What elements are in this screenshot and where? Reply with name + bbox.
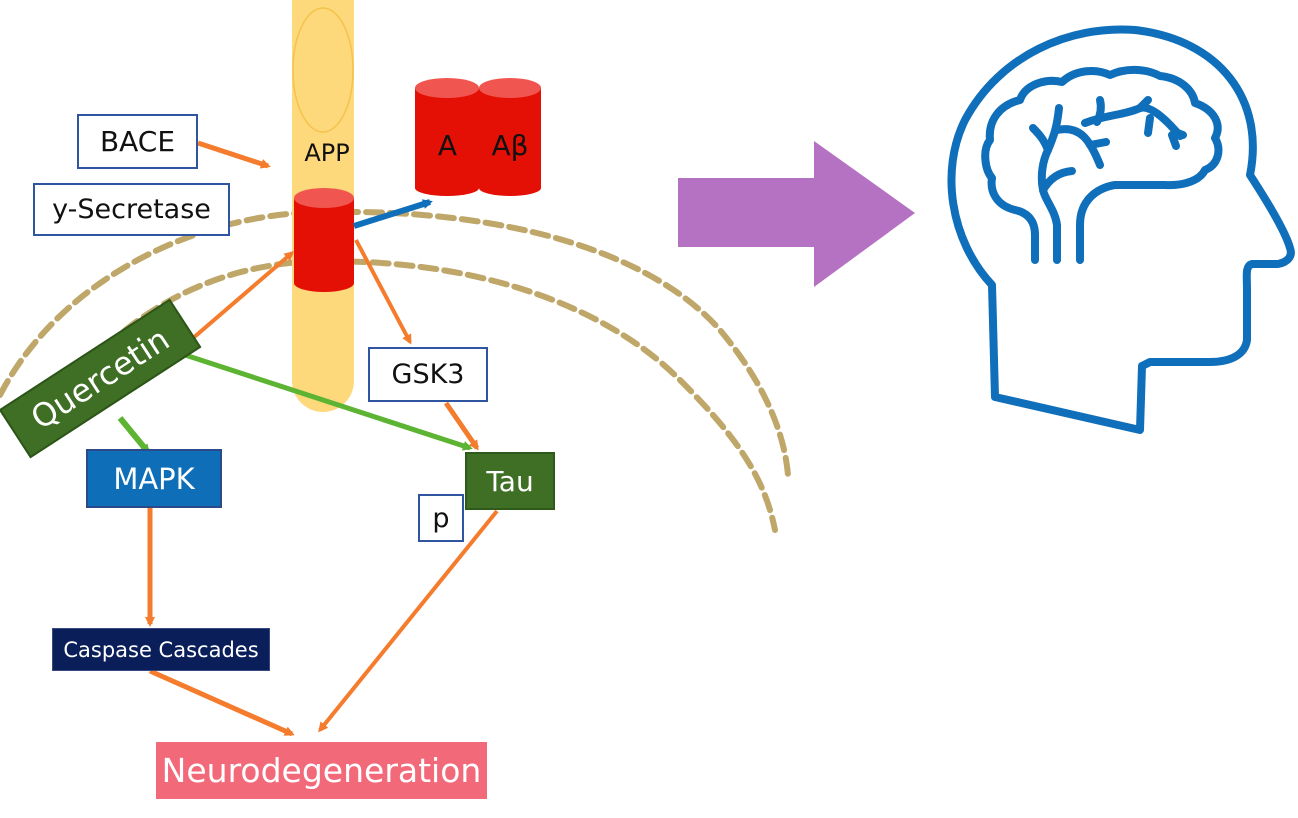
brain-branch-4 [1053, 125, 1104, 169]
app-cylinder [294, 188, 354, 292]
brain-branch-9 [1144, 114, 1154, 137]
arrow-quercetin-to-tau [175, 349, 473, 451]
brain-branch-10 [1171, 128, 1187, 139]
bace-label: BACE [99, 125, 176, 158]
brain-branch-11 [1168, 131, 1180, 150]
abeta-cylinder-right [479, 78, 541, 196]
phosphate-node: p [418, 494, 464, 542]
brain-branch-5 [1086, 138, 1110, 149]
brain-branch-7 [1093, 96, 1105, 126]
abeta-right-node: Aβ [482, 125, 538, 165]
tau-node: Tau [465, 452, 555, 510]
brain-branch-1 [1039, 167, 1076, 194]
mapk-node: MAPK [86, 449, 222, 508]
gsk3-label: GSK3 [391, 359, 465, 390]
gamma-secretase-label: y-Secretase [52, 194, 211, 225]
app-label: APP [304, 139, 350, 167]
caspase-cascades-node: Caspase Cascades [52, 628, 270, 671]
arrow-quercetin-to-mapk [117, 416, 151, 455]
abeta-left-label: A [437, 128, 458, 162]
mapk-label: MAPK [113, 461, 195, 496]
phosphate-label: p [432, 502, 450, 534]
brain-branch-8 [1136, 96, 1152, 112]
arrow-gsk3-to-tau [443, 401, 480, 451]
brain-branch-3 [1029, 124, 1052, 154]
bace-node: BACE [77, 114, 198, 169]
head-outline [947, 25, 1295, 434]
app-node: APP [292, 135, 362, 171]
abeta-cylinder-left [415, 78, 480, 196]
arrow-tau-to-neuro [318, 509, 499, 733]
abeta-left-node: A [425, 125, 470, 165]
arrow-caspase-to-neuro [148, 668, 295, 737]
app-pillar-oval [292, 7, 354, 133]
brain-outline [981, 65, 1223, 264]
neurodegeneration-node: Neurodegeneration [156, 742, 487, 799]
abeta-right-label: Aβ [491, 128, 529, 162]
membrane-outer-arc [0, 208, 791, 478]
neurodegeneration-label: Neurodegeneration [161, 751, 482, 790]
right-arrow-icon [678, 141, 915, 287]
arrow-quercetin-to-app [176, 251, 295, 353]
arrow-app-to-gsk3 [354, 239, 412, 345]
gsk3-node: GSK3 [368, 347, 488, 402]
caspase-cascades-label: Caspase Cascades [63, 637, 259, 662]
tau-label: Tau [486, 464, 534, 498]
gamma-secretase-node: y-Secretase [33, 183, 230, 236]
brain-stem [1037, 146, 1061, 264]
arrow-bace-to-app [197, 140, 271, 169]
arrow-app-to-abeta [353, 199, 433, 229]
head-brain-icon [947, 25, 1295, 434]
